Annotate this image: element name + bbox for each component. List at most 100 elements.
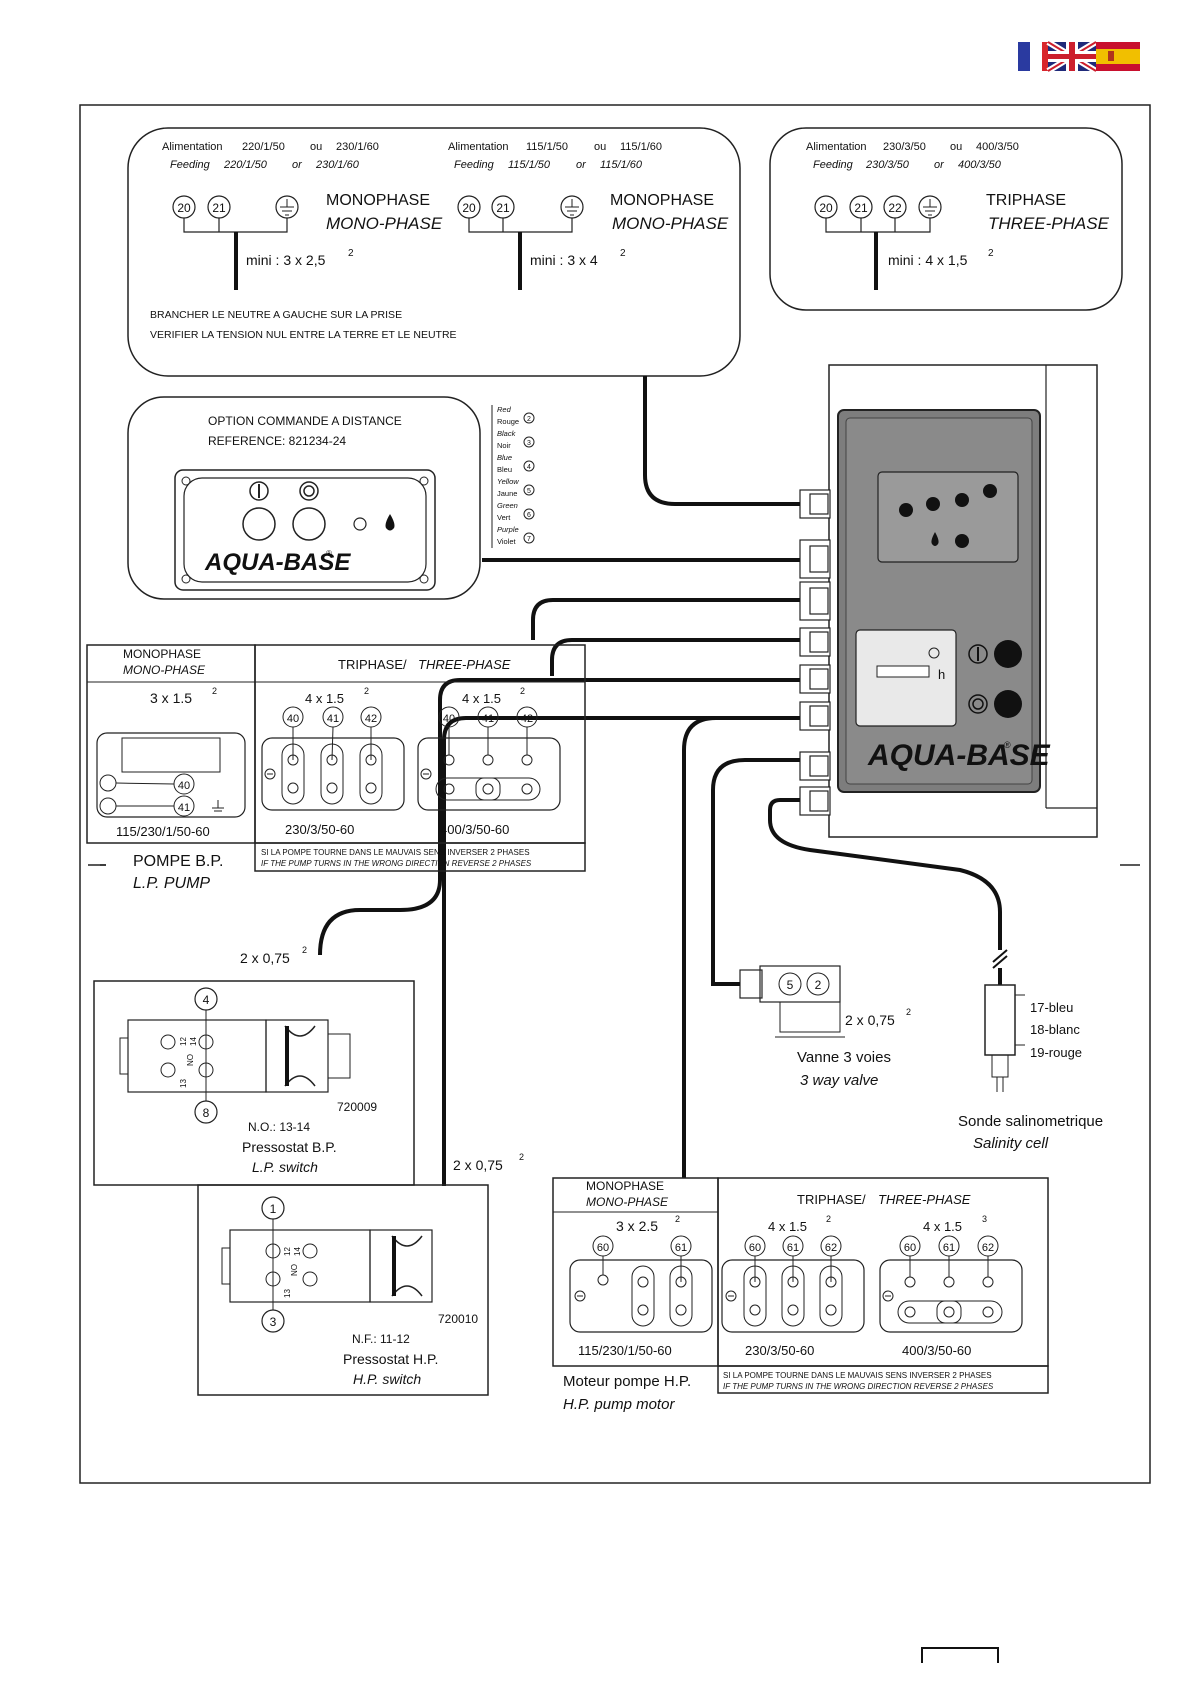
three-way-valve: 5 2 2 x 0,75 2 Vanne 3 voies 3 way valve (739, 965, 911, 1089)
diagram-frame (79, 104, 1151, 1484)
svg-text:Noir: Noir (497, 441, 511, 450)
svg-text:THREE-PHASE: THREE-PHASE (418, 657, 511, 672)
svg-text:®: ® (326, 549, 332, 558)
svg-text:L.P. PUMP: L.P. PUMP (133, 875, 210, 892)
off-button[interactable] (968, 690, 1022, 718)
svg-text:MONOPHASE: MONOPHASE (610, 192, 714, 209)
france-flag[interactable] (1018, 42, 1048, 71)
svg-text:14: 14 (189, 1037, 198, 1046)
svg-text:Feeding: Feeding (170, 159, 211, 171)
remote-control-panel (174, 469, 436, 591)
svg-text:40: 40 (443, 713, 455, 725)
drop-icon (931, 532, 939, 546)
svg-text:41: 41 (178, 802, 190, 814)
wire-color-legend: Red Rouge 2 Black Noir 3 Blue Bleu 4 Yel… (491, 405, 535, 548)
svg-text:®: ® (1004, 740, 1011, 750)
svg-text:OPTION COMMANDE A DISTANCE: OPTION COMMANDE A DISTANCE (208, 414, 402, 428)
controller-display (855, 629, 957, 727)
svg-text:Alimentation: Alimentation (448, 141, 509, 153)
lp-pump-wiring: MONOPHASE MONO-PHASE 3 x 1.5 2 40 41 115… (86, 644, 586, 892)
svg-text:Feeding: Feeding (813, 159, 854, 171)
cables (318, 376, 1002, 1186)
svg-text:or: or (292, 159, 303, 171)
svg-text:MONOPHASE: MONOPHASE (586, 1179, 664, 1193)
svg-text:60: 60 (597, 1242, 609, 1254)
svg-text:18-blanc: 18-blanc (1030, 1022, 1080, 1037)
svg-text:60: 60 (749, 1242, 761, 1254)
ground-icon (275, 195, 299, 219)
svg-text:720010: 720010 (438, 1312, 478, 1326)
indicator-led-panel (877, 471, 1019, 563)
ground-icon (918, 195, 942, 219)
svg-text:SI LA POMPE TOURNE DANS LE MAU: SI LA POMPE TOURNE DANS LE MAUVAIS SENS … (723, 1371, 992, 1380)
svg-text:3: 3 (982, 1214, 987, 1224)
svg-text:4 x 1.5: 4 x 1.5 (305, 691, 344, 706)
svg-text:MONO-PHASE: MONO-PHASE (586, 1195, 669, 1209)
svg-text:MONO-PHASE: MONO-PHASE (612, 214, 729, 233)
ground-icon (725, 1290, 737, 1302)
svg-text:62: 62 (825, 1242, 837, 1254)
svg-text:THREE-PHASE: THREE-PHASE (878, 1192, 971, 1207)
svg-text:ou: ou (310, 141, 322, 153)
on-button[interactable] (968, 640, 1022, 668)
feed-label-fr: Alimentation (162, 141, 223, 153)
hp-pump-wiring: MONOPHASE MONO-PHASE 3 x 2.5 2 60 61 115… (552, 1177, 1049, 1413)
ground-icon (574, 1290, 586, 1302)
ground-icon (212, 800, 224, 812)
power-on-icon (249, 481, 269, 501)
svg-text:115/230/1/50-60: 115/230/1/50-60 (578, 1343, 672, 1358)
svg-text:N.F.: 11-12: N.F.: 11-12 (352, 1332, 410, 1346)
svg-text:14: 14 (293, 1247, 302, 1256)
svg-text:ou: ou (950, 141, 962, 153)
svg-text:2: 2 (527, 416, 531, 423)
svg-text:8: 8 (203, 1106, 210, 1120)
neutral-note: BRANCHER LE NEUTRE A GAUCHE SUR LA PRISE (150, 309, 402, 321)
svg-text:42: 42 (365, 713, 377, 725)
hp-pressure-switch: 2 x 0,75 2 1 3 12 14 13 NO 720010 N.F.: … (197, 1152, 524, 1396)
svg-text:2: 2 (364, 686, 369, 696)
svg-text:2: 2 (520, 686, 525, 696)
svg-text:3 x 1.5: 3 x 1.5 (150, 690, 192, 706)
svg-text:MONOPHASE: MONOPHASE (326, 192, 430, 209)
svg-text:220/1/50: 220/1/50 (223, 159, 268, 171)
svg-text:20: 20 (819, 201, 833, 215)
svg-text:Black: Black (497, 429, 517, 438)
svg-text:Purple: Purple (497, 525, 519, 534)
svg-text:3 way valve: 3 way valve (800, 1072, 878, 1089)
svg-text:5: 5 (527, 488, 531, 495)
svg-text:H.P. switch: H.P. switch (353, 1371, 421, 1387)
svg-text:Pressostat H.P.: Pressostat H.P. (343, 1351, 438, 1367)
svg-text:20: 20 (177, 201, 191, 215)
svg-text:20: 20 (462, 201, 476, 215)
svg-text:230/1/60: 230/1/60 (315, 159, 360, 171)
remote-start-button[interactable] (242, 507, 276, 541)
svg-text:13: 13 (283, 1289, 292, 1298)
svg-text:Violet: Violet (497, 537, 517, 546)
svg-text:N.O.: 13-14: N.O.: 13-14 (248, 1120, 310, 1134)
salinity-cell: 17-bleu 18-blanc 19-rouge Sonde salinome… (958, 949, 1103, 1152)
voltage-note: VERIFIER LA TENSION NUL ENTRE LA TERRE E… (150, 329, 457, 341)
svg-text:h: h (938, 667, 945, 682)
svg-text:MONO-PHASE: MONO-PHASE (326, 214, 443, 233)
remote-logo: AQUA-BASE (204, 549, 351, 576)
remote-control-option: OPTION COMMANDE A DISTANCE REFERENCE: 82… (127, 396, 535, 600)
svg-text:4: 4 (527, 464, 531, 471)
svg-text:400/3/50-60: 400/3/50-60 (440, 822, 509, 837)
language-flags[interactable] (1018, 39, 1140, 74)
svg-text:115/1/50: 115/1/50 (508, 159, 551, 171)
svg-text:7: 7 (527, 536, 531, 543)
spain-flag[interactable] (1096, 42, 1140, 71)
svg-text:2: 2 (620, 248, 626, 259)
svg-text:Feeding: Feeding (454, 159, 495, 171)
svg-text:Salinity cell: Salinity cell (973, 1135, 1049, 1152)
uk-flag[interactable] (1046, 39, 1098, 74)
remote-stop-button[interactable] (292, 507, 326, 541)
svg-text:21: 21 (496, 201, 510, 215)
svg-text:230/3/50-60: 230/3/50-60 (285, 822, 354, 837)
svg-text:REFERENCE: 821234-24: REFERENCE: 821234-24 (208, 434, 346, 448)
svg-text:IF THE PUMP TURNS IN THE WRONG: IF THE PUMP TURNS IN THE WRONG DIRECTION… (261, 859, 532, 868)
svg-text:220/1/50: 220/1/50 (242, 141, 285, 153)
svg-text:230/3/50: 230/3/50 (865, 159, 910, 171)
svg-text:1: 1 (270, 1202, 277, 1216)
